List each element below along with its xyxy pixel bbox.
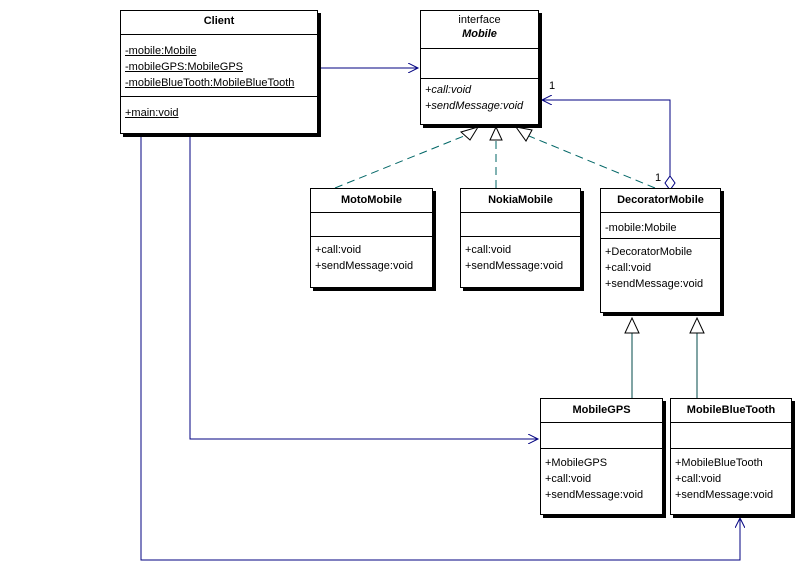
operation: +DecoratorMobile — [605, 246, 693, 258]
operation: +MobileBlueTooth — [675, 457, 763, 469]
class-mobilegps[interactable]: MobileGPS +MobileGPS +call:void +sendMes… — [540, 398, 663, 515]
attributes-compartment — [421, 49, 538, 79]
aggregation-decorator-mobile — [542, 100, 671, 176]
class-header: NokiaMobile — [461, 189, 580, 213]
operations-compartment: +call:void +sendMessage:void — [461, 237, 580, 276]
operations-compartment: +MobileBlueTooth +call:void +sendMessage… — [671, 449, 791, 505]
operation: +sendMessage:void — [675, 489, 774, 501]
attributes-compartment — [311, 213, 432, 237]
generalization-arrowhead-gps — [624, 316, 640, 334]
class-header: MobileGPS — [541, 399, 662, 423]
association-client-bluetooth — [140, 136, 740, 561]
operation: +sendMessage:void — [465, 260, 564, 272]
class-name: DecoratorMobile — [617, 194, 704, 206]
attribute: -mobileGPS:MobileGPS — [125, 61, 243, 73]
attributes-compartment — [541, 423, 662, 449]
class-name: Client — [203, 15, 235, 27]
operation: +sendMessage:void — [605, 278, 704, 290]
class-name: MobileGPS — [572, 404, 631, 416]
generalization-arrowhead-bluetooth — [689, 316, 705, 334]
realization-arrowhead-nokia — [489, 125, 503, 141]
operation: +call:void — [605, 262, 652, 274]
operation: +MobileGPS — [545, 457, 608, 469]
multiplicity-decorator-end: 1 — [655, 172, 662, 184]
operation: +main:void — [125, 107, 179, 119]
operation: +sendMessage:void — [425, 100, 524, 112]
class-nokiamobile[interactable]: NokiaMobile +call:void +sendMessage:void — [460, 188, 581, 288]
realization-arrowhead-decorator — [514, 126, 533, 142]
class-name: MobileBlueTooth — [686, 404, 776, 416]
class-motomobile[interactable]: MotoMobile +call:void +sendMessage:void — [310, 188, 433, 288]
association-client-gps — [189, 136, 538, 439]
operation: +call:void — [545, 473, 592, 485]
attribute: -mobileBlueTooth:MobileBlueTooth — [125, 77, 295, 89]
class-mobilebluetooth[interactable]: MobileBlueTooth +MobileBlueTooth +call:v… — [670, 398, 792, 515]
attributes-compartment — [461, 213, 580, 237]
attributes-compartment: -mobile:Mobile — [601, 213, 720, 239]
attribute: -mobile:Mobile — [605, 222, 677, 234]
stereotype-label: interface — [458, 14, 501, 26]
class-decoratormobile[interactable]: DecoratorMobile -mobile:Mobile +Decorato… — [600, 188, 721, 313]
operation: +sendMessage:void — [545, 489, 644, 501]
realization-decorator — [528, 135, 656, 189]
operations-compartment: +call:void +sendMessage:void — [311, 237, 432, 276]
operations-compartment: +call:void +sendMessage:void — [421, 79, 538, 116]
operation: +call:void — [465, 244, 512, 256]
class-header: MobileBlueTooth — [671, 399, 791, 423]
operation: +call:void — [425, 84, 472, 96]
operations-compartment: +DecoratorMobile +call:void +sendMessage… — [601, 239, 720, 294]
class-header: Client — [121, 11, 317, 35]
attributes-compartment — [671, 423, 791, 449]
class-name: Mobile — [462, 28, 497, 40]
operation: +call:void — [315, 244, 362, 256]
realization-arrowhead-moto — [459, 126, 480, 141]
class-header: MotoMobile — [311, 189, 432, 213]
class-mobile-interface[interactable]: interface Mobile +call:void +sendMessage… — [420, 10, 539, 125]
class-name: NokiaMobile — [488, 194, 553, 206]
operation: +call:void — [675, 473, 722, 485]
operation: +sendMessage:void — [315, 260, 414, 272]
attributes-compartment: -mobile:Mobile -mobileGPS:MobileGPS -mob… — [121, 35, 317, 97]
realization-moto — [334, 135, 465, 189]
multiplicity-mobile-end: 1 — [549, 80, 556, 92]
operations-compartment: +MobileGPS +call:void +sendMessage:void — [541, 449, 662, 505]
class-client[interactable]: Client -mobile:Mobile -mobileGPS:MobileG… — [120, 10, 318, 134]
class-name: MotoMobile — [340, 194, 403, 206]
operations-compartment: +main:void — [121, 97, 317, 123]
attribute: -mobile:Mobile — [125, 45, 197, 57]
class-header: interface Mobile — [421, 11, 538, 49]
class-header: DecoratorMobile — [601, 189, 720, 213]
